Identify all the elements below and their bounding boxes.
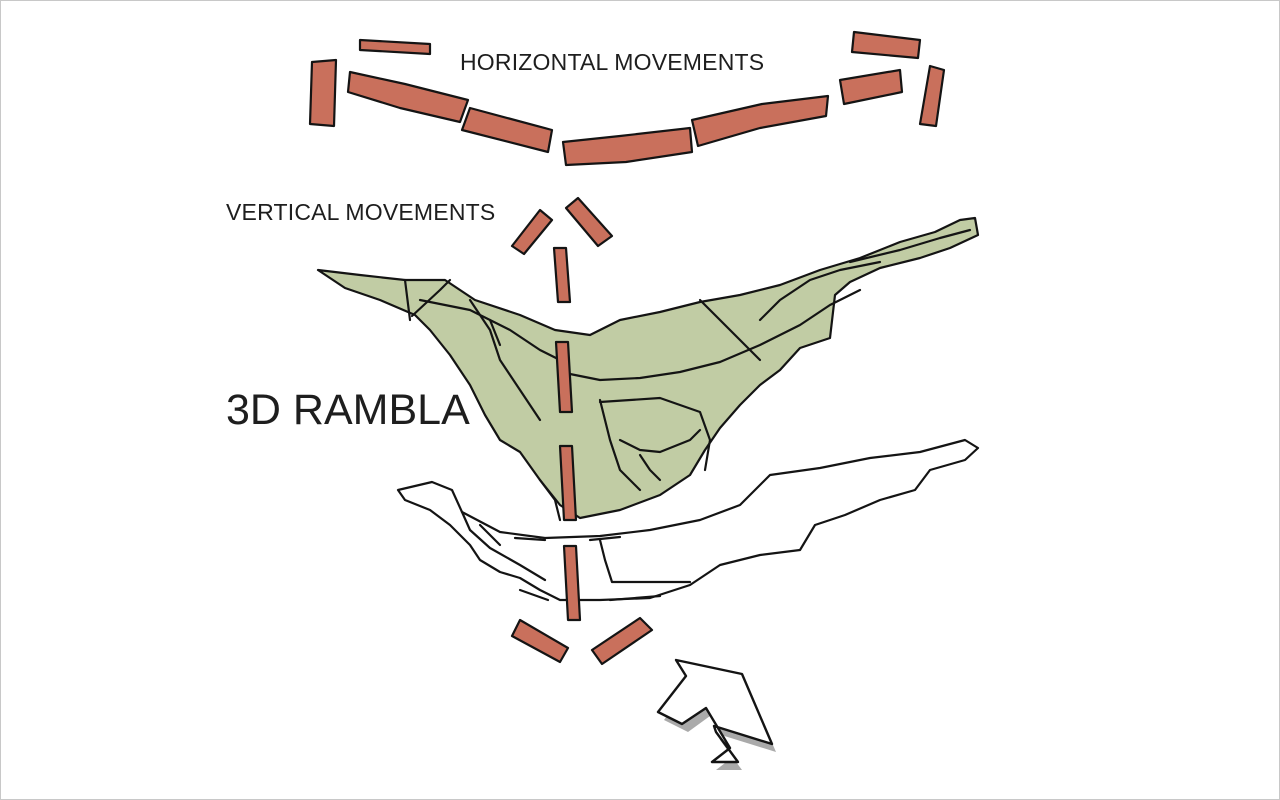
h-block-2 xyxy=(308,58,338,128)
h-block-1 xyxy=(358,38,432,56)
ground-plane xyxy=(396,438,980,602)
v-block-2 xyxy=(564,196,614,248)
v-block-3 xyxy=(552,246,572,304)
h-block-4 xyxy=(460,106,554,154)
v-block-8 xyxy=(590,616,654,666)
h-block-6 xyxy=(690,94,830,148)
connector-arcs xyxy=(513,535,662,602)
h-block-8 xyxy=(850,30,922,60)
v-block-4 xyxy=(554,340,574,414)
entry-arrow-icon xyxy=(656,658,776,770)
v-block-5 xyxy=(558,444,578,522)
horizontal-movements-label: HORIZONTAL MOVEMENTS xyxy=(460,49,765,75)
h-block-7 xyxy=(838,68,904,106)
vertical-movements-label: VERTICAL MOVEMENTS xyxy=(226,199,496,225)
v-block-1 xyxy=(510,208,554,256)
v-block-6 xyxy=(562,544,582,622)
v-block-7 xyxy=(510,618,570,664)
h-block-5 xyxy=(561,126,694,167)
horizontal-movements xyxy=(308,30,946,167)
h-block-3 xyxy=(346,70,470,124)
rambla-volume xyxy=(316,216,980,522)
rambla-label: 3D RAMBLA xyxy=(226,386,470,434)
h-block-9 xyxy=(918,64,946,128)
vertical-movements xyxy=(510,196,654,666)
